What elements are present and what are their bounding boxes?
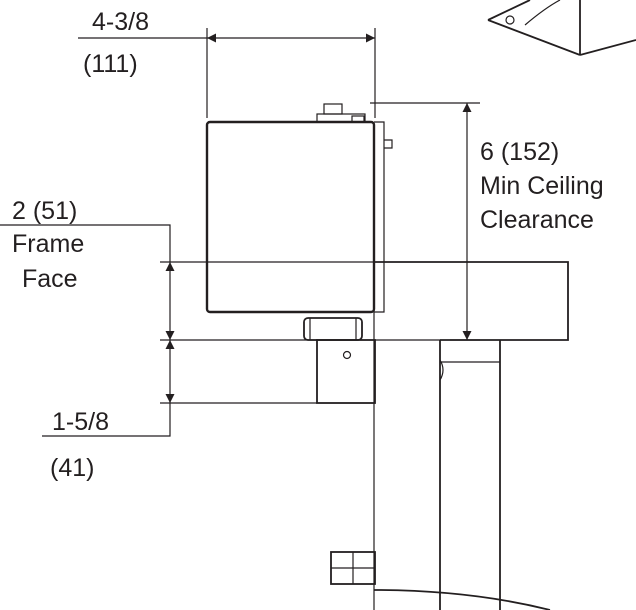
fixture-mount	[303, 317, 444, 404]
frame-face-line2-label: Frame	[12, 230, 84, 258]
dimension-ceiling-clearance: 6 (152) Min Ceiling Clearance	[370, 102, 604, 341]
ceiling-clearance-value-label: 6 (152)	[480, 138, 559, 166]
bottom-offset-metric-label: (41)	[50, 454, 94, 482]
fixture-housing	[205, 103, 393, 314]
dimension-width-top: 4-3/8 (111)	[78, 8, 376, 118]
width-top-metric-label: (111)	[83, 50, 138, 78]
frame-face-value-label: 2 (51)	[12, 197, 77, 225]
frame-face-line3-label: Face	[22, 265, 78, 293]
upper-fixture-detail	[487, 0, 636, 56]
bottom-offset-imperial-label: 1-5/8	[52, 408, 109, 436]
lower-bracket	[330, 551, 376, 585]
ceiling-clearance-line2-label: Min Ceiling	[480, 172, 604, 200]
dimension-frame-face: 2 (51) Frame Face	[0, 197, 374, 341]
width-top-imperial-label: 4-3/8	[92, 8, 149, 36]
dimension-bottom-offset: 1-5/8 (41)	[42, 340, 317, 482]
ceiling-clearance-line3-label: Clearance	[480, 206, 594, 234]
ceiling-frame	[373, 261, 569, 610]
